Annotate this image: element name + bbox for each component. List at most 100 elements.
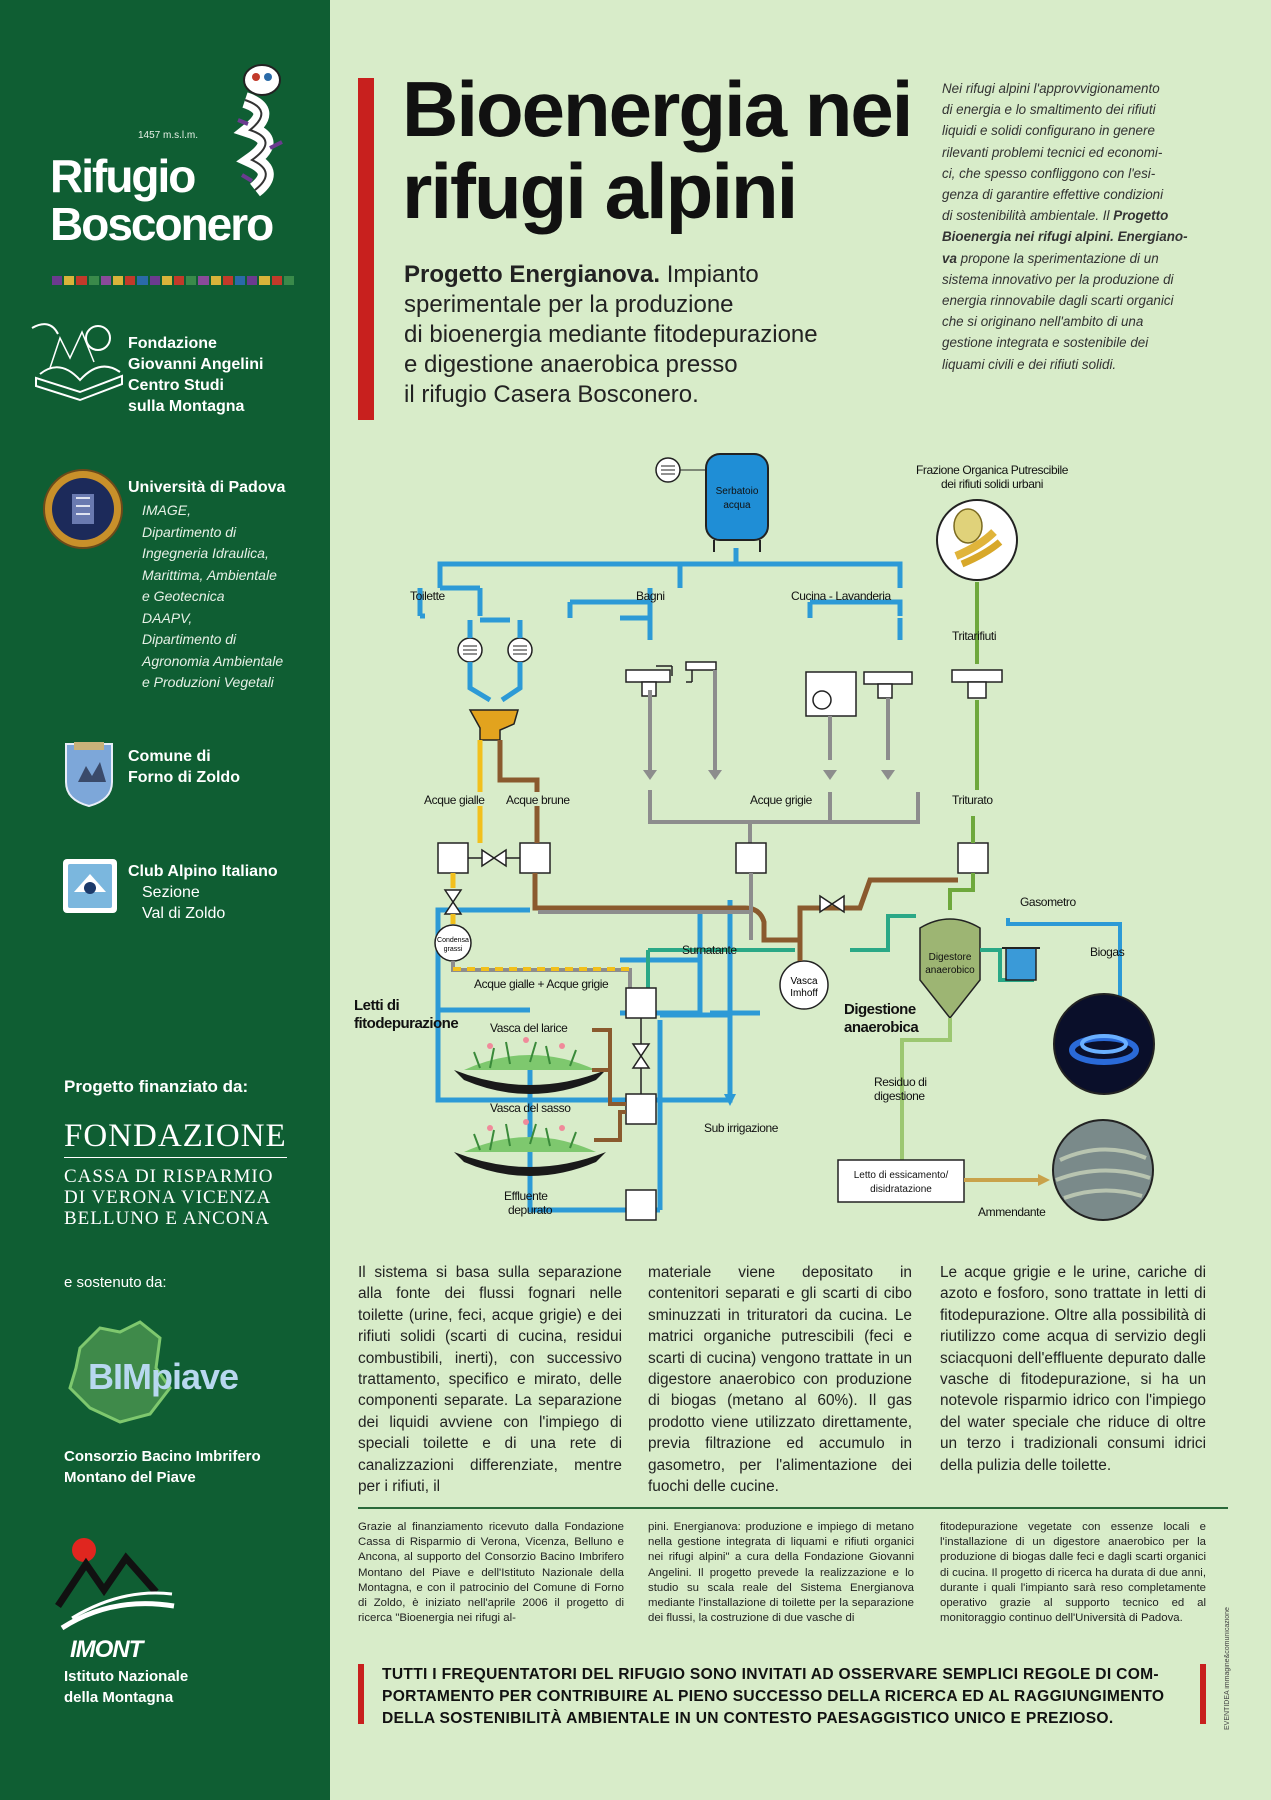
intro-line: liquami civili e dei rifiuti solidi. xyxy=(942,356,1117,372)
imont-logo-text: IMONT xyxy=(70,1636,143,1663)
fondazione-line: sulla Montagna xyxy=(128,398,245,415)
fondazione-angelini: Fondazione Giovanni Angelini Centro Stud… xyxy=(128,333,263,417)
water-tank: Serbatoio acqua xyxy=(705,453,769,552)
label-tritarifiuti: Tritarifiuti xyxy=(952,629,996,643)
stripe-segment xyxy=(198,276,209,285)
footer-line: TUTTI I FREQUENTATORI DEL RIFUGIO SONO I… xyxy=(382,1666,1159,1683)
grease-trap-label: grassi xyxy=(444,946,463,953)
imhoff-label: Imhoff xyxy=(790,988,818,999)
universita-line: Marittima, Ambientale xyxy=(142,566,277,583)
body-column-1: Il sistema si basa sulla separazione all… xyxy=(358,1264,622,1496)
universita-line: e Produzioni Vegetali xyxy=(142,674,274,690)
universita-line: IMAGE, xyxy=(142,502,192,518)
stripe-segment xyxy=(271,276,282,285)
brown-water-pipe xyxy=(497,740,540,792)
intro-line: energia rinnovabile dagli scarti organic… xyxy=(942,293,1174,309)
stripe-segment xyxy=(210,276,221,285)
label-residuo: Residuo di xyxy=(874,1075,927,1089)
drying-bed: Letto di essicamento/ disidratazione xyxy=(837,1159,965,1203)
label-letti: Letti di xyxy=(354,997,399,1014)
financed-label: Progetto finanziato da: xyxy=(64,1077,249,1096)
valve-icon xyxy=(443,889,463,915)
shredder-icon xyxy=(951,669,1003,699)
stripe-segment xyxy=(125,276,136,285)
meter-icon xyxy=(655,457,706,483)
brown-main-pipe xyxy=(532,873,958,943)
drying-bed-label: disidratazione xyxy=(870,1184,932,1195)
valve-icon xyxy=(481,848,507,868)
title-accent-bar xyxy=(358,78,374,420)
grease-trap: Condensa grassi xyxy=(434,924,472,962)
junction-box xyxy=(519,842,551,874)
label-cucina: Cucina - Lavanderia xyxy=(791,589,892,603)
bim-map-icon xyxy=(68,1320,172,1424)
tank-label: Serbatoio xyxy=(716,486,759,497)
stripe-segment xyxy=(259,276,270,285)
grey-water-arrows xyxy=(643,770,895,780)
gasometer-icon xyxy=(1002,947,1040,981)
grey-water-pipes xyxy=(648,670,920,846)
stripe-segment xyxy=(235,276,246,285)
label-bagni: Bagni xyxy=(636,589,665,603)
subtitle-bold: Progetto Energianova. xyxy=(404,261,661,288)
label-acque-mix: Acque gialle + Acque grigie xyxy=(474,977,609,991)
intro-line: sistema innovativo per la produzione di xyxy=(942,271,1174,287)
intro-bold: Progetto xyxy=(1113,208,1169,224)
universita-line: DAAPV, xyxy=(142,609,193,626)
stripe-segment xyxy=(174,276,185,285)
label-frazione: Frazione Organica Putrescibile xyxy=(916,463,1069,477)
subtitle-line: di bioenergia mediante fitodepurazione xyxy=(404,321,818,348)
altitude-label: 1457 m.s.l.m. xyxy=(138,130,199,141)
fondazione-line: Giovanni Angelini xyxy=(128,356,264,373)
intro-line: che si originano nell'ambito di una xyxy=(942,314,1144,330)
intro-bold: Bioenergia nei rifugi alpini. Energiano- xyxy=(942,229,1188,245)
intro-line: genza di garantire effettive condizioni xyxy=(942,187,1164,203)
universita-title: Università di Padova xyxy=(128,479,286,496)
intro-text: Nei rifugi alpini l'approvvigionamento d… xyxy=(942,78,1242,375)
label-sub-irrigazione: Sub irrigazione xyxy=(704,1121,779,1135)
compost-icon xyxy=(1052,1119,1154,1221)
label-triturato: Triturato xyxy=(952,793,993,807)
label-surnatante: Surnatante xyxy=(682,943,737,957)
digester-label: anaerobico xyxy=(925,965,975,976)
anaerobic-digester: Digestore anaerobico xyxy=(919,918,981,1020)
universita-line: e Geotecnica xyxy=(142,588,225,604)
stripe-segment xyxy=(137,276,148,285)
label-frazione: dei rifiuti solidi urbani xyxy=(941,477,1043,491)
label-effluente: depurato xyxy=(508,1203,553,1217)
intro-line: propone la sperimentazione di un xyxy=(956,250,1159,266)
book-icon xyxy=(31,323,123,402)
supported-label: e sostenuto da: xyxy=(64,1274,167,1291)
stripe-segment xyxy=(222,276,234,285)
section-divider xyxy=(358,1507,1228,1509)
subtitle-line: Impianto xyxy=(660,261,759,288)
fondazione-cassa-line: CASSA DI RISPARMIO xyxy=(64,1166,274,1187)
supernatant-return xyxy=(850,914,916,952)
organic-waste-icon xyxy=(936,499,1018,581)
university-seal-icon xyxy=(43,469,123,549)
intro-line: Nei rifugi alpini l'approvvigionamento xyxy=(942,81,1160,96)
stripe-segment xyxy=(247,276,258,285)
logo-word-rifugio: Rifugio xyxy=(50,150,196,202)
comune-line: Forno di Zoldo xyxy=(128,769,240,786)
universita-padova: Università di Padova IMAGE, Dipartimento… xyxy=(128,477,285,694)
note-column-1: Grazie al finanziamento ricevuto dalla F… xyxy=(358,1521,624,1625)
fondazione-cassa-logo: FONDAZIONE CASSA DI RISPARMIO DI VERONA … xyxy=(64,1118,287,1229)
note-column-2: pini. Energianova: produzione e impiego … xyxy=(648,1521,914,1625)
logo-word-bosconero: Bosconero xyxy=(50,198,274,250)
imont-logo-icon xyxy=(55,1538,175,1631)
label-biogas: Biogas xyxy=(1090,945,1125,959)
junction-box xyxy=(625,987,657,1019)
intro-line: gestione integrata e sostenibile dei xyxy=(942,335,1149,351)
process-diagram: Serbatoio acqua Toilette Bagni Cucina - … xyxy=(354,453,1155,1221)
title-line: rifugi alpini xyxy=(402,147,798,235)
footer-notice: TUTTI I FREQUENTATORI DEL RIFUGIO SONO I… xyxy=(382,1664,1194,1730)
junction-box xyxy=(625,1189,657,1221)
main-content: Bioenergia nei rifugi alpini Progetto En… xyxy=(330,0,1271,1800)
cai-title: Club Alpino Italiano xyxy=(128,863,278,880)
label-acque-gialle: Acque gialle xyxy=(424,793,485,807)
page-title: Bioenergia nei rifugi alpini xyxy=(402,68,913,235)
imhoff-label: Vasca xyxy=(790,976,817,987)
imont-line: della Montagna xyxy=(64,1689,174,1706)
stripe-segment xyxy=(186,276,197,285)
